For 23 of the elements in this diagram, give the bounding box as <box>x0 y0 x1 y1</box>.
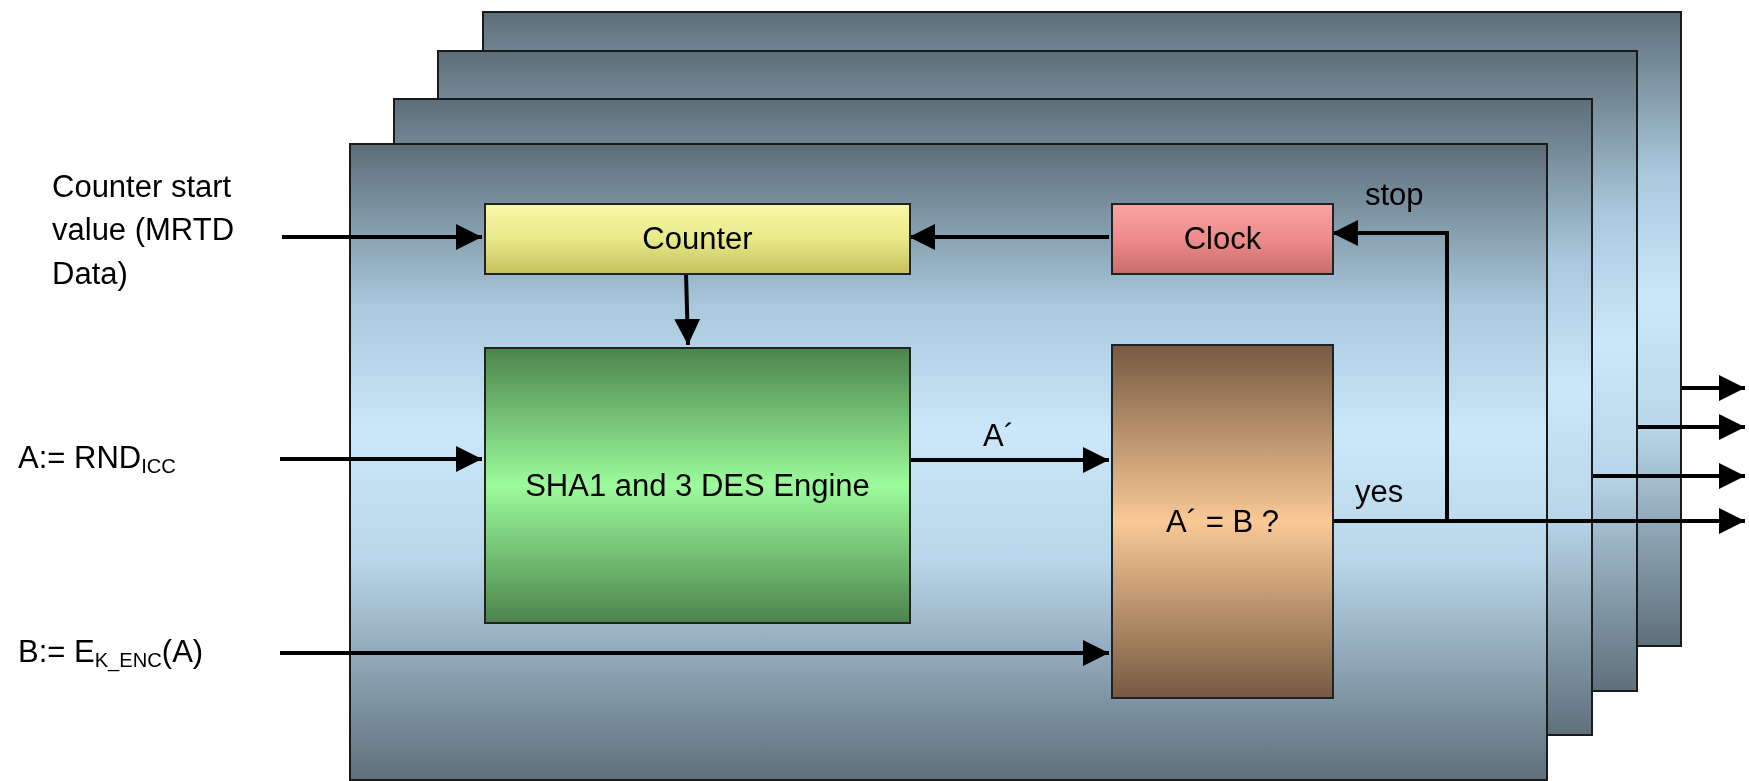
arrow <box>909 224 1109 250</box>
edge-label: stop <box>1365 177 1424 213</box>
edge-label: A´ <box>983 418 1014 454</box>
input-label: Counter start value (MRTD Data) <box>52 165 282 315</box>
arrow <box>282 224 482 250</box>
input-label: B:= E$_{K_ENC}$(A) <box>18 630 280 680</box>
panel <box>349 143 1548 781</box>
arrow <box>1682 375 1745 401</box>
engine-box: SHA1 and 3 DES Engine <box>484 347 911 624</box>
clock-box: Clock <box>1111 203 1334 275</box>
arrow <box>1593 463 1745 489</box>
edge-label: yes <box>1355 474 1404 510</box>
counter-box: Counter <box>484 203 911 275</box>
panel <box>1593 50 1638 692</box>
arrow <box>280 446 482 472</box>
arrow <box>280 640 1109 666</box>
comparator-box: A´ = B ? <box>1111 344 1334 699</box>
arrow <box>909 447 1109 473</box>
arrow <box>674 272 701 346</box>
panel <box>1548 98 1593 736</box>
arrow <box>1638 414 1745 440</box>
input-label: A:= RND$_{ICC}$ <box>18 436 280 486</box>
panel <box>1638 11 1682 647</box>
